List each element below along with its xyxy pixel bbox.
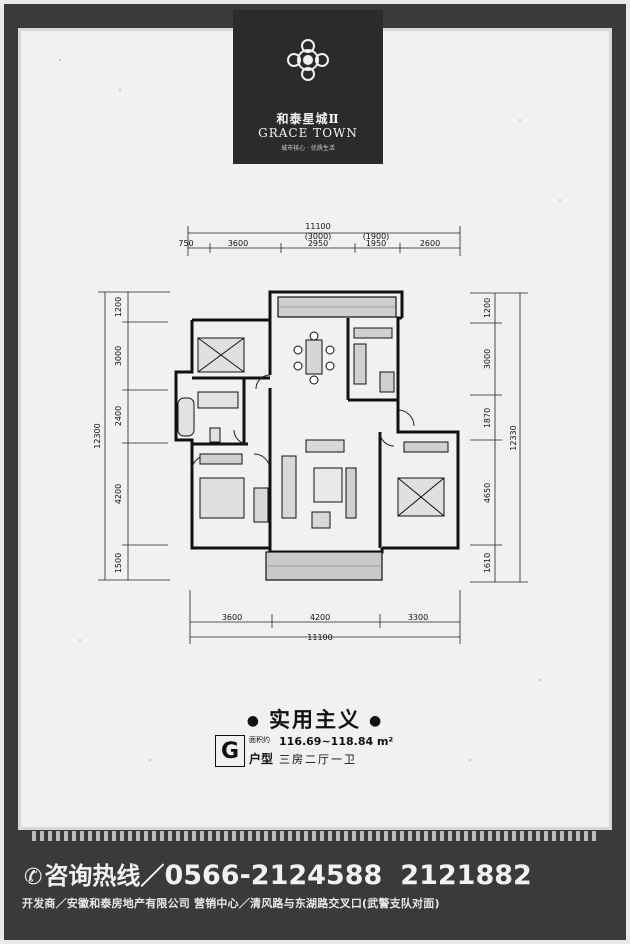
dim-right-total: 12330 <box>509 425 518 450</box>
dim-right-seg-3: 1870 <box>483 408 492 428</box>
dimension-lines <box>98 226 528 644</box>
door-swings <box>191 374 415 471</box>
dim-top-total: 11100 <box>305 222 330 231</box>
unit-info: G 面积约 户型 116.69~118.84 m² 三房二厅一卫 <box>215 735 393 767</box>
dim-right-seg-1: 1200 <box>483 298 492 318</box>
dim-bottom-seg-2: 4200 <box>310 613 330 622</box>
dim-left-seg-5: 1500 <box>114 553 123 573</box>
dim-left-total: 12300 <box>93 423 102 448</box>
dim-bottom-total: 11100 <box>307 633 332 642</box>
dim-left-seg-4: 4200 <box>114 484 123 504</box>
slogan-dot-left: ● <box>246 713 261 729</box>
hotline-number-2: 2121882 <box>400 860 532 891</box>
dim-top-sub-1: (3000) <box>305 232 332 241</box>
dim-top-seg-2: 3600 <box>228 239 248 248</box>
brand-emblem-icon <box>287 39 329 81</box>
furniture <box>177 327 449 529</box>
area-label: 面积约 <box>249 736 270 744</box>
developer-footer: 开发商／安徽和泰房地产有限公司 营销中心／清风路与东湖路交叉口(武警支队对面) <box>22 897 440 910</box>
dim-top-seg-3: 2950 <box>308 239 328 248</box>
dim-right-seg-5: 1610 <box>483 553 492 573</box>
dim-left-seg-2: 3000 <box>114 346 123 366</box>
brand-name-en: GRACE TOWN <box>258 126 358 140</box>
paper-texture <box>59 59 561 761</box>
phone-icon: ✆ <box>24 865 43 890</box>
dim-bottom-seg-3: 3300 <box>408 613 428 622</box>
brand-name-cn: 和泰星城Ⅱ <box>276 112 340 126</box>
hotline-number-1: 0566-2124588 <box>164 860 383 891</box>
slogan-title: ● 实用主义 ● <box>0 704 630 734</box>
dim-right-seg-4: 4650 <box>483 483 492 503</box>
dim-right-seg-2: 3000 <box>483 349 492 369</box>
unit-letter: G <box>215 735 245 767</box>
hotline-label: 咨询热线／ <box>44 862 165 890</box>
brand-logo: 和泰星城Ⅱ GRACE TOWN 城市核心 · 优质生活 <box>233 10 383 164</box>
decorative-divider <box>32 831 598 841</box>
balconies <box>265 296 397 581</box>
dim-left-seg-3: 2400 <box>114 406 123 426</box>
floor-plan-walls <box>174 290 460 554</box>
slogan-text: 实用主义 <box>269 708 361 732</box>
slogan-dot-right: ● <box>369 713 384 729</box>
dim-top-seg-4: 1950 <box>366 239 386 248</box>
type-value: 三房二厅一卫 <box>279 753 358 766</box>
dim-top-seg-5: 2600 <box>420 239 440 248</box>
hotline: ✆ 咨询热线／ 0566-2124588 2121882 <box>24 856 614 891</box>
type-label: 户型 <box>249 752 274 766</box>
area-value: 116.69~118.84 m² <box>279 735 394 748</box>
dim-bottom-seg-1: 3600 <box>222 613 242 622</box>
brand-tagline: 城市核心 · 优质生活 <box>281 145 335 152</box>
dim-top-sub-2: (1900) <box>363 232 390 241</box>
dim-top-seg-1: 750 <box>178 239 193 248</box>
dim-left-seg-1: 1200 <box>114 297 123 317</box>
